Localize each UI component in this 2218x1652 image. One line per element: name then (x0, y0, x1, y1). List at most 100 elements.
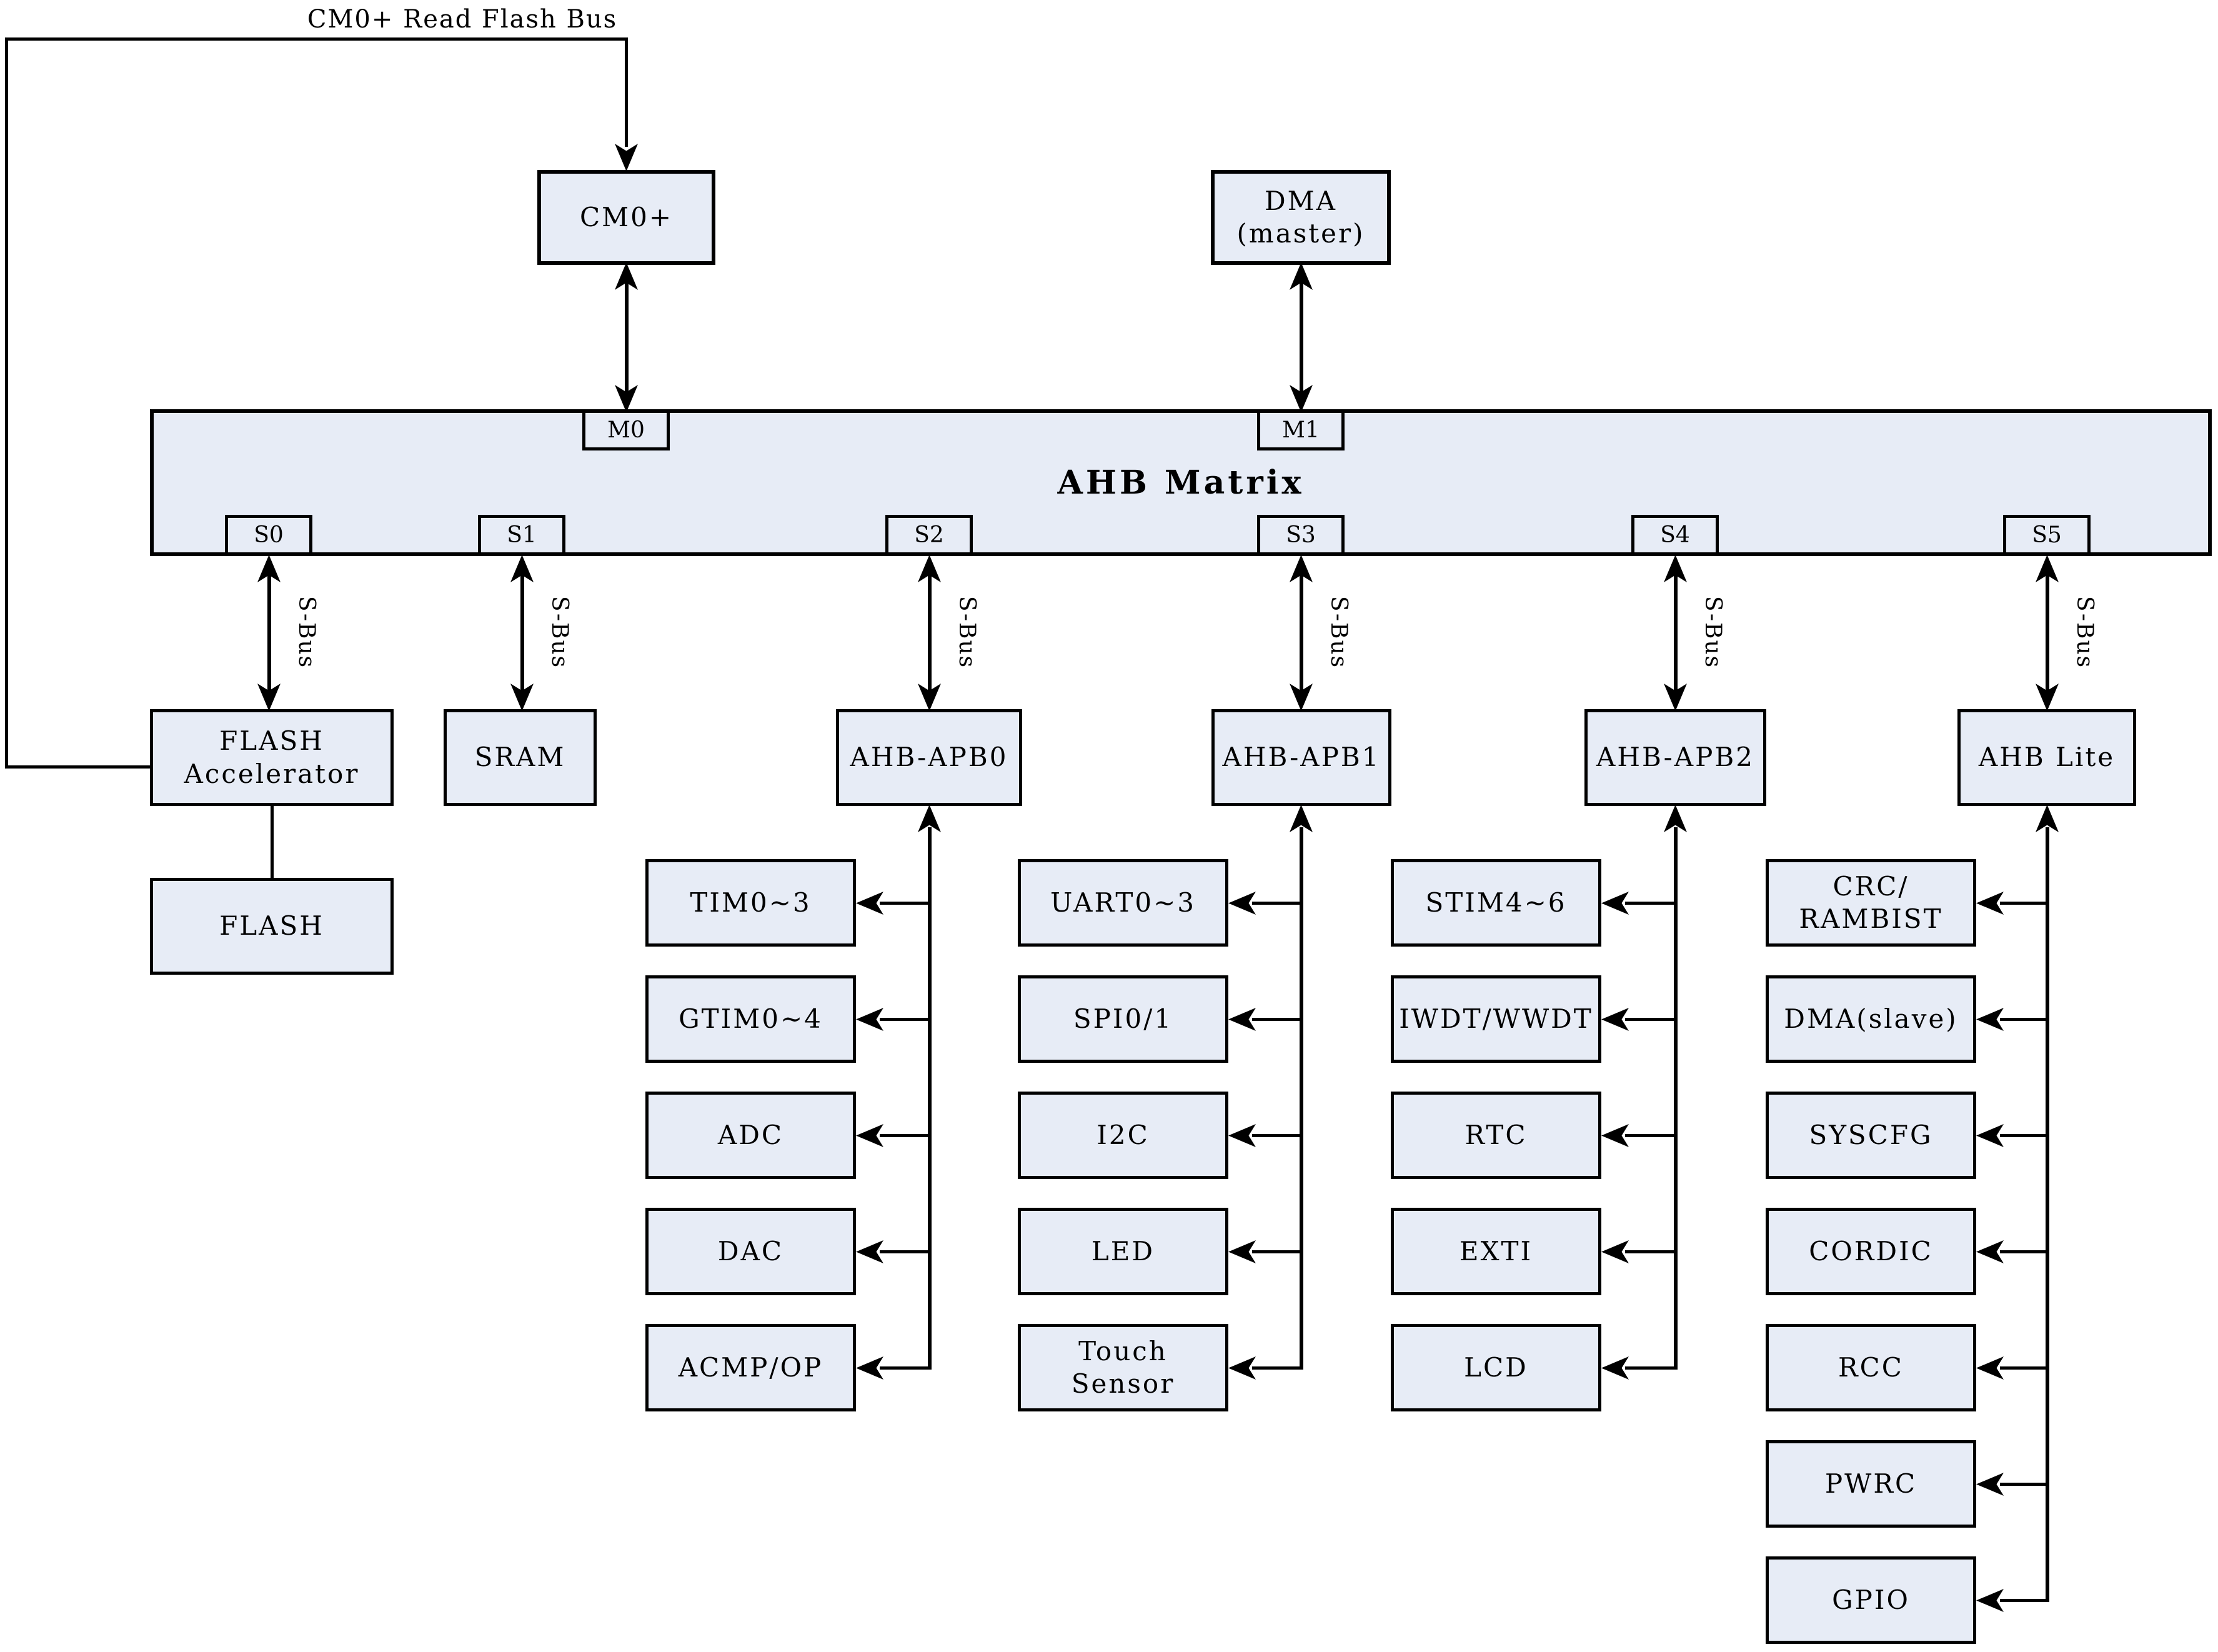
ahb-lite-box: AHB Lite (1957, 709, 2136, 806)
branch-arrow-led (1228, 1240, 1303, 1263)
branch-shaft (1252, 1250, 1303, 1253)
port-s4: S4 (1631, 515, 1719, 552)
s3-double-arrow (1290, 555, 1313, 711)
trunk-shaft (1673, 827, 1678, 1370)
port-s0: S0 (225, 515, 312, 552)
dma-slave-box: DMA(slave) (1766, 975, 1976, 1063)
flash-accelerator-box: FLASH Accelerator (150, 709, 394, 806)
branch-arrow-uart0-3 (1228, 892, 1303, 915)
ahb-apb0-box: AHB-APB0 (836, 709, 1022, 806)
rcc-box: RCC (1766, 1324, 1976, 1411)
spi0-1-box: SPI0/1 (1018, 975, 1228, 1063)
arrow-shaft (2045, 575, 2049, 691)
branch-shaft (2000, 1250, 2049, 1253)
branch-shaft (1625, 1018, 1677, 1021)
gtim0-4-box: GTIM0~4 (645, 975, 856, 1063)
cm0-m0-double-arrow (615, 262, 638, 412)
uart0-3-box: UART0~3 (1018, 859, 1228, 947)
trunk-shaft (1299, 827, 1303, 1370)
acmp-op-box: ACMP/OP (645, 1324, 856, 1411)
s0-sbus-label: S-Bus (294, 595, 319, 669)
branch-arrow-i2c (1228, 1124, 1303, 1147)
s1-sbus-label: S-Bus (547, 595, 572, 669)
branch-shaft (2000, 1599, 2049, 1602)
dac-box: DAC (645, 1208, 856, 1295)
ahb-matrix-title: AHB Matrix (1057, 464, 1305, 502)
sram-box: SRAM (444, 709, 597, 806)
branch-arrow-gpio (1976, 1589, 2049, 1612)
branch-shaft (2000, 902, 2049, 905)
branch-shaft (880, 1018, 931, 1021)
branch-arrow-exti (1601, 1240, 1677, 1263)
s3-sbus-label: S-Bus (1326, 595, 1351, 669)
branch-arrow-cordic (1976, 1240, 2049, 1263)
apb2-trunk-arrow (1664, 805, 1687, 1370)
flash-box: FLASH (150, 878, 394, 975)
apb1-trunk-arrow (1290, 805, 1313, 1370)
s2-sbus-label: S-Bus (954, 595, 980, 669)
exti-box: EXTI (1391, 1208, 1601, 1295)
dma-m1-double-arrow (1290, 262, 1313, 412)
branch-shaft (880, 1366, 931, 1370)
pwrc-box: PWRC (1766, 1440, 1976, 1528)
branch-arrow-rtc (1601, 1124, 1677, 1147)
branch-arrow-dma-slave (1976, 1008, 2049, 1031)
arrow-shaft (520, 575, 524, 691)
branch-shaft (880, 902, 931, 905)
branch-arrow-stim4-6 (1601, 892, 1677, 915)
i2c-box: I2C (1018, 1092, 1228, 1179)
branch-arrow-dac (856, 1240, 931, 1263)
iwdt-wwdt-box: IWDT/WWDT (1391, 975, 1601, 1063)
syscfg-box: SYSCFG (1766, 1092, 1976, 1179)
arrow-shaft (1299, 575, 1303, 691)
rtc-box: RTC (1391, 1092, 1601, 1179)
branch-shaft (2000, 1018, 2049, 1021)
tim0-3-box: TIM0~3 (645, 859, 856, 947)
s4-sbus-label: S-Bus (1700, 595, 1726, 669)
read-flash-bus-line-top (5, 37, 628, 41)
read-flash-bus-line-to-accelerator (5, 765, 153, 769)
read-flash-bus-arrowhead (615, 144, 638, 171)
branch-shaft (1625, 1250, 1677, 1253)
arrow-shaft (1673, 575, 1678, 691)
port-s5: S5 (2003, 515, 2091, 552)
branch-shaft (1625, 1134, 1677, 1137)
branch-arrow-adc (856, 1124, 931, 1147)
branch-arrow-touch-sensor (1228, 1356, 1303, 1380)
branch-shaft (1252, 1018, 1303, 1021)
cordic-box: CORDIC (1766, 1208, 1976, 1295)
branch-arrow-rcc (1976, 1356, 2049, 1380)
s5-sbus-label: S-Bus (2072, 595, 2097, 669)
arrow-shaft (927, 575, 932, 691)
lcd-box: LCD (1391, 1324, 1601, 1411)
touch-sensor-box: Touch Sensor (1018, 1324, 1228, 1411)
ahb-apb2-box: AHB-APB2 (1584, 709, 1766, 806)
branch-arrow-gtim0-4 (856, 1008, 931, 1031)
stim4-6-box: STIM4~6 (1391, 859, 1601, 947)
branch-arrow-syscfg (1976, 1124, 2049, 1147)
s0-double-arrow (257, 555, 281, 711)
branch-shaft (1625, 1366, 1677, 1370)
branch-shaft (2000, 1483, 2049, 1486)
port-m1: M1 (1257, 413, 1345, 450)
branch-arrow-tim0-3 (856, 892, 931, 915)
gpio-box: GPIO (1766, 1556, 1976, 1644)
branch-shaft (1252, 1134, 1303, 1137)
branch-arrow-pwrc (1976, 1473, 2049, 1496)
port-s2: S2 (885, 515, 973, 552)
port-s1: S1 (478, 515, 565, 552)
adc-box: ADC (645, 1092, 856, 1179)
dma-master-box: DMA (master) (1211, 170, 1391, 265)
led-box: LED (1018, 1208, 1228, 1295)
read-flash-bus-line-drop (625, 37, 628, 147)
port-m0: M0 (582, 413, 670, 450)
branch-shaft (1625, 902, 1677, 905)
s2-double-arrow (918, 555, 941, 711)
branch-shaft (1252, 1366, 1303, 1370)
branch-shaft (2000, 1134, 2049, 1137)
port-s3: S3 (1257, 515, 1345, 552)
branch-arrow-spi0-1 (1228, 1008, 1303, 1031)
trunk-shaft (927, 827, 932, 1370)
branch-shaft (880, 1250, 931, 1253)
